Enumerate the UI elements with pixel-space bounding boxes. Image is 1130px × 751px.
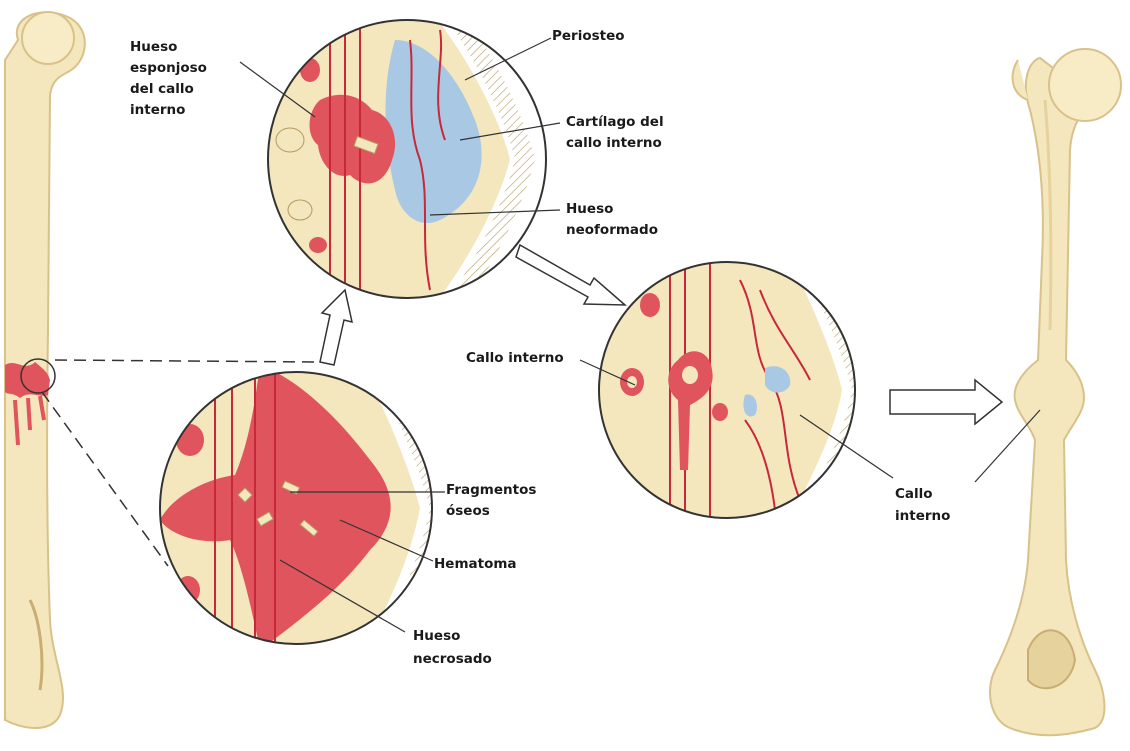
label-cartilago: Cartílago del callo interno — [566, 114, 668, 151]
label-hueso-neoformado: Hueso neoformado — [566, 201, 658, 238]
label-periosteo: Periosteo — [552, 28, 625, 44]
healed-femur — [990, 49, 1121, 735]
arrow-right — [890, 380, 1002, 424]
label-callo-interno-mid: Callo interno — [466, 350, 564, 366]
arrow-down-right — [516, 245, 625, 305]
bony-callus-circle — [595, 260, 866, 520]
label-hueso-necrosado: Hueso necrosado — [413, 628, 492, 667]
label-callo-interno-right: Callo interno — [895, 486, 950, 524]
label-hueso-esponjoso: Hueso esponjoso del callo interno — [130, 39, 212, 118]
fractured-femur — [5, 12, 85, 728]
label-hematoma: Hematoma — [434, 556, 517, 572]
label-fragmentos: Fragmentos óseos — [446, 482, 541, 519]
hematoma-circle — [150, 360, 450, 660]
arrow-up — [320, 290, 352, 365]
